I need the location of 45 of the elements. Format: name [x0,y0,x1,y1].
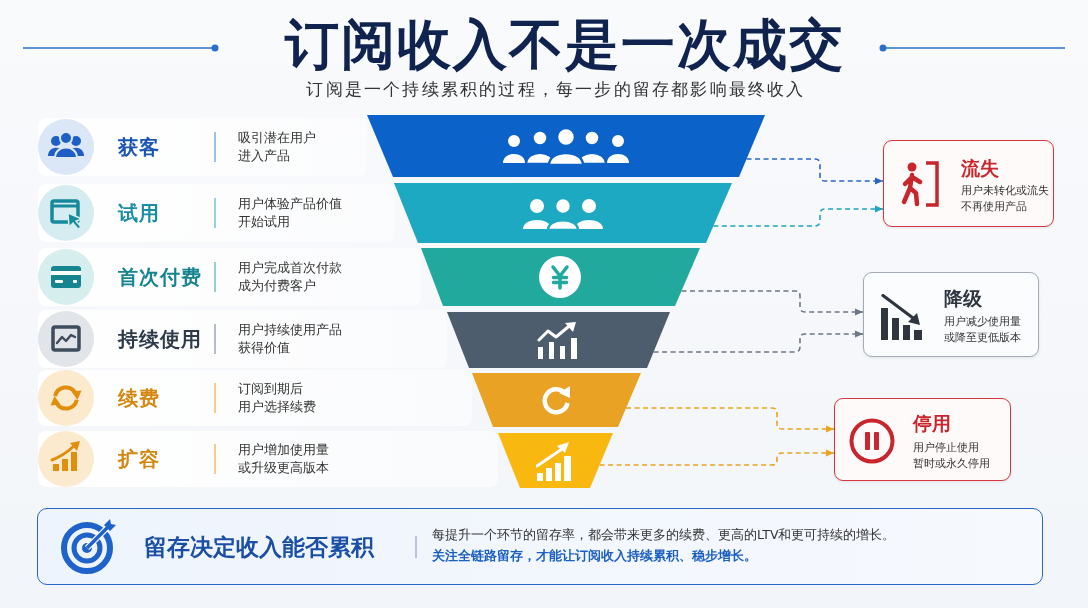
title: 订阅收入不是一次成交 [285,12,845,78]
stage-description: 订阅到期后用户选择续费 [238,380,316,416]
stage-title: 持续使用 [118,326,202,353]
dashed-arrow [745,158,884,185]
funnel-layer [367,115,765,177]
outcome-title: 流失 [961,156,999,181]
stage-title: 扩容 [118,446,160,473]
summary-banner [37,508,1043,585]
stage-panel [38,370,472,426]
stage-title: 试用 [118,200,160,227]
stage-panel [38,184,394,242]
stage-title: 首次付费 [118,264,202,291]
funnel-layer [447,312,670,368]
subtitle: 订阅是一个持续累积的过程，每一步的留存都影响最终收入 [306,78,806,101]
banner-text: 关注全链路留存，才能让订阅收入持续累积、稳步增长。 [432,547,757,565]
dashed-arrow [652,330,864,353]
stage-description: 用户增加使用量或升级更高版本 [238,441,329,477]
funnel-layer [421,248,700,306]
outcome-title: 停用 [913,411,951,436]
stage-panel [38,310,447,368]
stage-description: 用户体验产品价值开始试用 [238,195,342,231]
stage-title: 获客 [118,134,160,161]
stage-description: 吸引潜在用户进入产品 [238,129,316,165]
dashed-arrow [680,290,864,316]
dashed-arrow [712,205,884,227]
dashed-arrow [625,407,835,433]
stage-title: 续费 [118,385,160,412]
outcome-card [834,398,1011,481]
outcome-title: 降级 [944,286,982,311]
outcome-description: 用户停止使用暂时或永久停用 [913,440,990,471]
outcome-description: 用户减少使用量或降至更低版本 [944,314,1021,345]
outcome-card [883,140,1054,227]
banner-text: 每提升一个环节的留存率，都会带来更多的续费、更高的LTV和更可持续的增长。 [432,526,896,544]
stage-description: 用户完成首次付款成为付费客户 [238,259,342,295]
stage-description: 用户持续使用产品获得价值 [238,321,342,357]
funnel-layer [498,433,613,488]
outcome-description: 用户未转化或流失不再使用产品 [961,183,1049,214]
stage-panel [38,118,367,176]
banner-heading: 留存决定收入能否累积 [144,533,374,562]
funnel-layer [394,183,732,243]
stage-panel [38,431,498,487]
dashed-arrow [598,449,835,466]
stage-panel [38,248,421,306]
funnel-layer [472,373,641,427]
outcome-card [863,272,1039,357]
